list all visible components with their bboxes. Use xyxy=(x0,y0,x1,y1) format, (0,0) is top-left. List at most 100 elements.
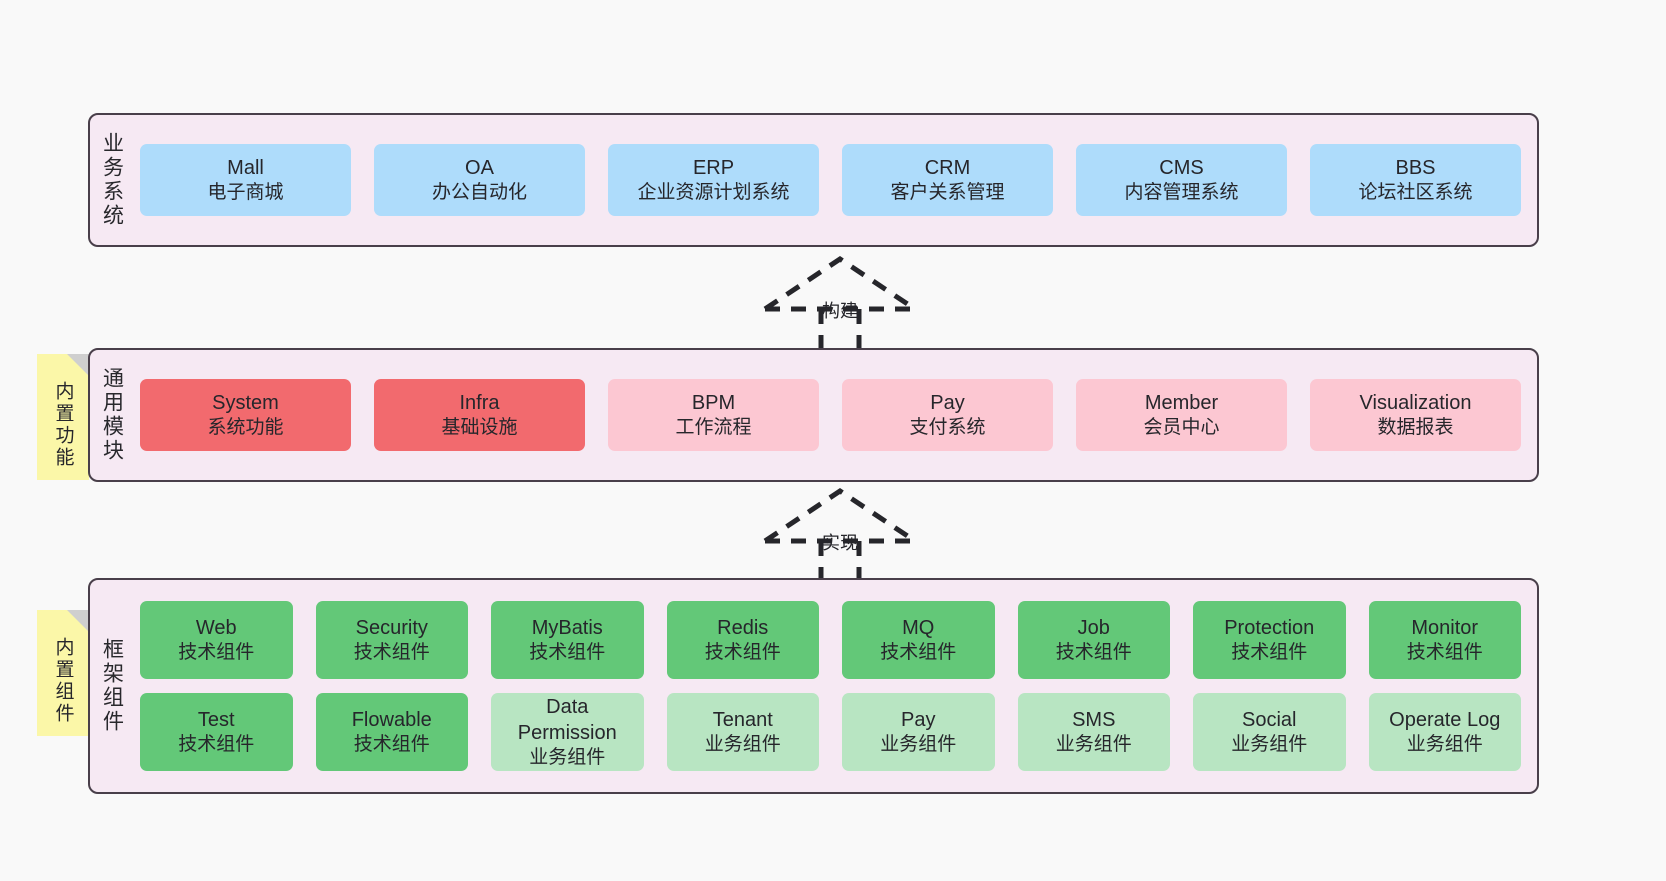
arrow-realize: 实现 xyxy=(755,485,925,588)
card-title-en: Infra xyxy=(459,391,500,414)
card-title-en: Monitor xyxy=(1411,616,1479,639)
card-bpm[interactable]: BPM 工作流程 xyxy=(608,379,819,451)
card-title-en: Member xyxy=(1144,391,1219,414)
card-erp[interactable]: ERP 企业资源计划系统 xyxy=(608,144,819,216)
layer-title-business: 业务系统 xyxy=(100,132,124,228)
arrow-label-build: 构建 xyxy=(822,301,858,321)
card-title-en: Social xyxy=(1242,708,1297,731)
card-social[interactable]: Social 业务组件 xyxy=(1193,693,1346,771)
card-title-cn: 基础设施 xyxy=(441,416,518,438)
card-test[interactable]: Test 技术组件 xyxy=(140,693,293,771)
arrow-build: 构建 xyxy=(755,253,925,356)
card-data-permission[interactable]: Data Permission 业务组件 xyxy=(491,693,644,771)
card-redis[interactable]: Redis 技术组件 xyxy=(666,601,819,679)
card-title-cn: 内容管理系统 xyxy=(1124,181,1239,203)
card-title-en: Pay xyxy=(930,391,965,414)
card-title-en: Security xyxy=(355,616,428,639)
card-title-cn: 技术组件 xyxy=(529,641,606,663)
sticky-note-builtin-features: 内置功能 xyxy=(37,354,89,480)
card-sms[interactable]: SMS 业务组件 xyxy=(1017,693,1170,771)
card-title-en: MQ xyxy=(902,616,935,639)
card-mq[interactable]: MQ 技术组件 xyxy=(842,601,995,679)
card-pay-business[interactable]: Pay 业务组件 xyxy=(842,693,995,771)
card-title-en: Mall xyxy=(227,156,264,179)
card-title-cn: 工作流程 xyxy=(675,416,752,438)
generalization-arrow-icon xyxy=(763,255,917,356)
card-title-cn: 技术组件 xyxy=(1231,641,1308,663)
framework-card-row-business: Test 技术组件 Flowable 技术组件 Data Permission … xyxy=(140,693,1521,771)
common-card-row: System 系统功能 Infra 基础设施 BPM 工作流程 Pay 支付系统… xyxy=(140,379,1521,451)
card-title-en: Flowable xyxy=(351,708,432,731)
card-title-cn: 技术组件 xyxy=(178,641,255,663)
card-pay[interactable]: Pay 支付系统 xyxy=(842,379,1053,451)
layer-business-systems: 业务系统 Mall 电子商城 OA 办公自动化 ERP 企业资源计划系统 CRM… xyxy=(88,113,1539,247)
card-mall[interactable]: Mall 电子商城 xyxy=(140,144,351,216)
card-title-cn: 数据报表 xyxy=(1377,416,1454,438)
card-title-cn: 技术组件 xyxy=(1406,641,1483,663)
card-title-en: Operate Log xyxy=(1389,708,1501,731)
sticky-note-builtin-components: 内置组件 xyxy=(37,610,89,736)
card-oa[interactable]: OA 办公自动化 xyxy=(374,144,585,216)
card-title-en: SMS xyxy=(1072,708,1116,731)
framework-card-row-technical: Web 技术组件 Security 技术组件 MyBatis 技术组件 Redi… xyxy=(140,601,1521,679)
card-title-cn: 技术组件 xyxy=(353,641,430,663)
card-title-en: Web xyxy=(195,616,237,639)
card-title-cn: 业务组件 xyxy=(880,733,957,755)
card-title-en: BBS xyxy=(1395,156,1436,179)
card-bbs[interactable]: BBS 论坛社区系统 xyxy=(1310,144,1521,216)
card-title-cn: 业务组件 xyxy=(1406,733,1483,755)
layer-common-modules: 通用模块 System 系统功能 Infra 基础设施 BPM 工作流程 Pay… xyxy=(88,348,1539,482)
common-card-grid: System 系统功能 Infra 基础设施 BPM 工作流程 Pay 支付系统… xyxy=(134,350,1537,480)
card-system[interactable]: System 系统功能 xyxy=(140,379,351,451)
card-title-en: Tenant xyxy=(712,708,773,731)
card-web[interactable]: Web 技术组件 xyxy=(140,601,293,679)
card-crm[interactable]: CRM 客户关系管理 xyxy=(842,144,1053,216)
card-flowable[interactable]: Flowable 技术组件 xyxy=(315,693,468,771)
card-title-cn: 企业资源计划系统 xyxy=(637,181,790,203)
card-title-en: Pay xyxy=(901,708,936,731)
card-title-en: OA xyxy=(465,156,494,179)
arrow-label-realize: 实现 xyxy=(822,533,858,553)
card-member[interactable]: Member 会员中心 xyxy=(1076,379,1287,451)
card-title-cn: 业务组件 xyxy=(529,746,606,768)
card-protection[interactable]: Protection 技术组件 xyxy=(1193,601,1346,679)
card-visualization[interactable]: Visualization 数据报表 xyxy=(1310,379,1521,451)
card-title-cn: 技术组件 xyxy=(1055,641,1132,663)
business-card-grid: Mall 电子商城 OA 办公自动化 ERP 企业资源计划系统 CRM 客户关系… xyxy=(134,115,1537,245)
card-title-en: BPM xyxy=(691,391,736,414)
card-title-cn: 办公自动化 xyxy=(431,181,527,203)
generalization-arrow-icon xyxy=(763,487,917,588)
card-title-cn: 技术组件 xyxy=(353,733,430,755)
card-title-cn: 电子商城 xyxy=(207,181,284,203)
card-title-cn: 业务组件 xyxy=(1055,733,1132,755)
card-monitor[interactable]: Monitor 技术组件 xyxy=(1368,601,1521,679)
layer-title-framework: 框架组件 xyxy=(100,638,124,734)
card-title-en: Job xyxy=(1077,616,1110,639)
card-title-cn: 系统功能 xyxy=(207,416,284,438)
card-title-en: Data Permission xyxy=(517,695,617,744)
card-operate-log[interactable]: Operate Log 业务组件 xyxy=(1368,693,1521,771)
card-job[interactable]: Job 技术组件 xyxy=(1017,601,1170,679)
card-mybatis[interactable]: MyBatis 技术组件 xyxy=(491,601,644,679)
card-title-en: ERP xyxy=(692,156,735,179)
card-infra[interactable]: Infra 基础设施 xyxy=(374,379,585,451)
layer-title-common: 通用模块 xyxy=(100,367,124,463)
card-title-en: Visualization xyxy=(1359,391,1472,414)
card-title-cn: 论坛社区系统 xyxy=(1358,181,1473,203)
framework-card-grid: Web 技术组件 Security 技术组件 MyBatis 技术组件 Redi… xyxy=(134,580,1537,792)
card-title-en: MyBatis xyxy=(531,616,603,639)
card-title-en: CMS xyxy=(1159,156,1204,179)
card-tenant[interactable]: Tenant 业务组件 xyxy=(666,693,819,771)
card-cms[interactable]: CMS 内容管理系统 xyxy=(1076,144,1287,216)
card-title-cn: 支付系统 xyxy=(909,416,986,438)
card-title-en: Protection xyxy=(1224,616,1315,639)
card-title-en: Redis xyxy=(717,616,769,639)
card-title-en: Test xyxy=(197,708,235,731)
card-security[interactable]: Security 技术组件 xyxy=(315,601,468,679)
layer-framework-components: 框架组件 Web 技术组件 Security 技术组件 MyBatis 技术组件… xyxy=(88,578,1539,794)
card-title-cn: 业务组件 xyxy=(704,733,781,755)
card-title-cn: 客户关系管理 xyxy=(890,181,1005,203)
card-title-cn: 业务组件 xyxy=(1231,733,1308,755)
card-title-cn: 技术组件 xyxy=(880,641,957,663)
card-title-en: CRM xyxy=(924,156,971,179)
